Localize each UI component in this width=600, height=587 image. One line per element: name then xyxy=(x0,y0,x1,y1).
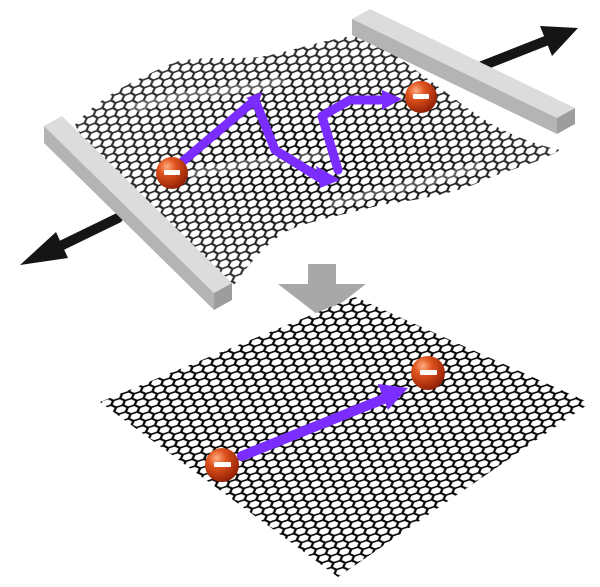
electron-icon xyxy=(205,448,239,482)
flat-panel xyxy=(100,297,590,577)
electron-icon xyxy=(156,157,188,189)
clamp-bar-left xyxy=(44,116,232,310)
ripple-highlights xyxy=(128,75,482,210)
scattered-electron-path xyxy=(170,95,385,183)
process-arrow-icon xyxy=(278,264,366,318)
flat-graphene-sheet xyxy=(100,297,590,577)
electron-icon xyxy=(411,356,445,390)
scattered-path-arrowheads xyxy=(246,90,402,188)
strain-arrow-left xyxy=(20,213,123,265)
electron-icon xyxy=(405,81,437,113)
clamp-bar-right xyxy=(352,9,575,134)
strain-arrow-right xyxy=(477,26,578,71)
strained-panel xyxy=(20,9,578,310)
ballistic-electron-path xyxy=(237,384,408,461)
